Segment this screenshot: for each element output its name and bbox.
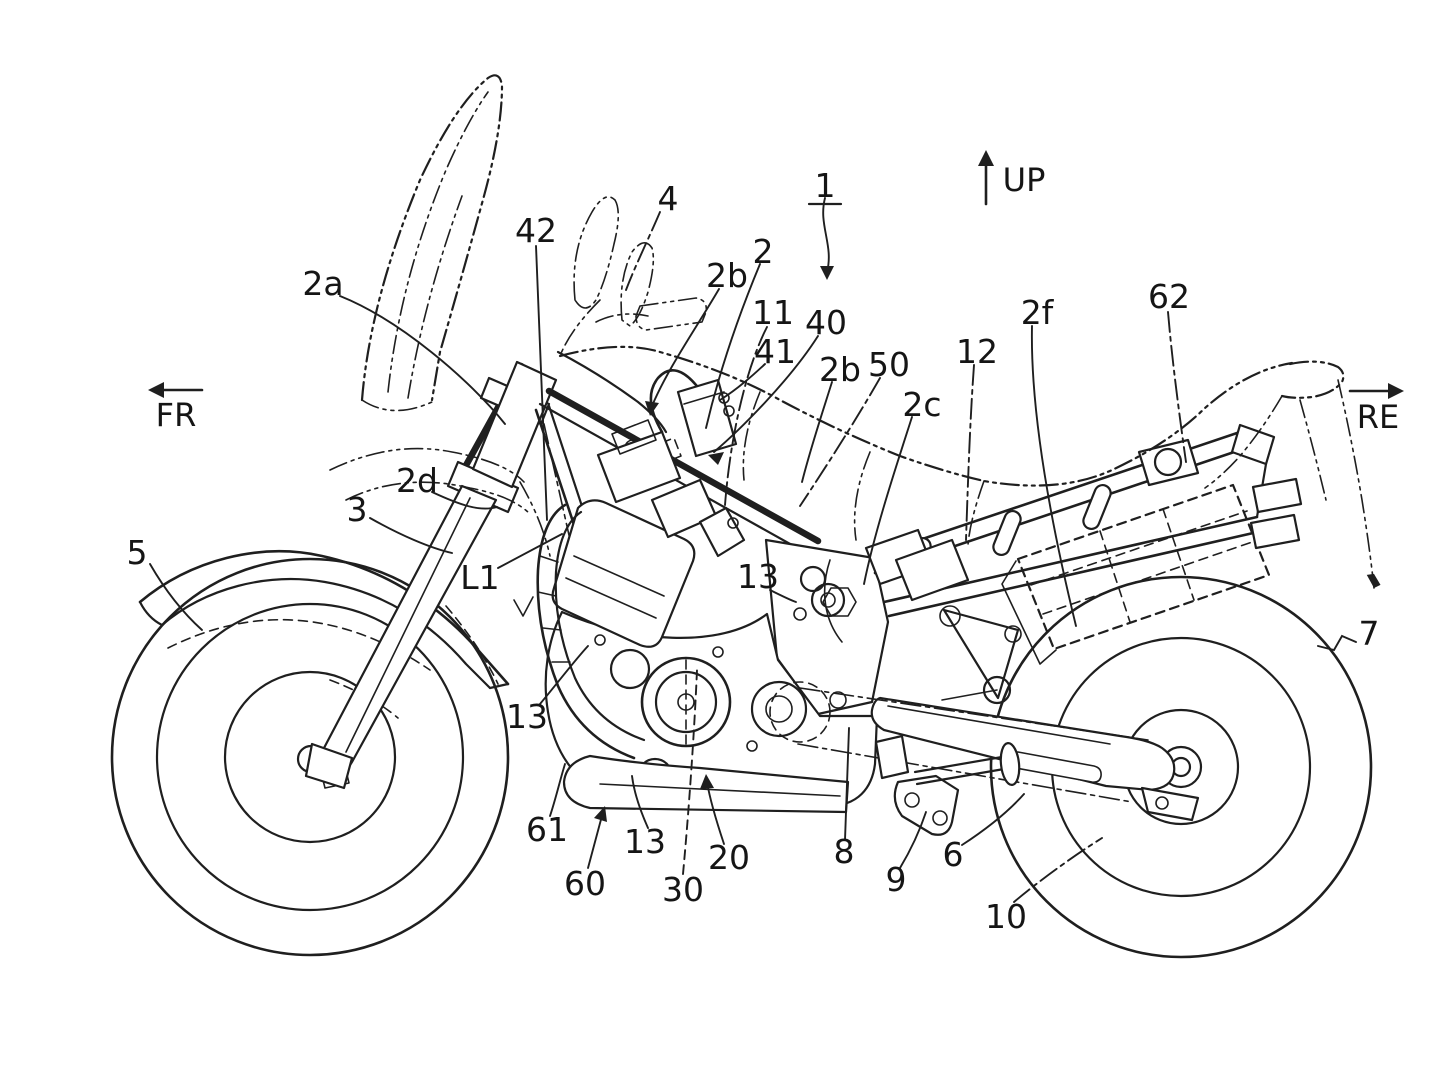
leader-8 [844,727,850,841]
ref-label-30: 30 [662,870,704,909]
ref-label-20: 20 [708,838,750,877]
leader-2a [339,295,506,425]
ref-label-60: 60 [564,864,606,903]
leader-11 [724,326,768,506]
ref-label-fig-1: 1 [815,166,836,205]
ref-label-40: 40 [805,303,847,342]
leader-2 [705,263,761,429]
engine [544,419,970,808]
up-arrow-icon [978,150,994,206]
ref-label-13-left: 13 [506,697,548,736]
ref-label-9: 9 [886,860,907,899]
leader-5 [149,563,203,631]
ref-label-2c: 2c [902,385,941,424]
leader-lines [149,197,1357,903]
leader-62 [1167,311,1187,463]
leader-2c [863,416,913,585]
rear-wheel [989,575,1373,959]
leader-13-upper [769,589,797,603]
ref-label-7: 7 [1359,614,1380,653]
ref-label-3: 3 [347,490,368,529]
leader-4 [625,211,661,291]
leader-42 [535,245,548,521]
leader-40 [713,335,819,453]
ref-label-2f: 2f [1021,293,1055,332]
leader-1-arrowhead [820,266,834,280]
battery-box [1001,477,1303,665]
leader-60 [587,811,604,869]
mirror-handguard [573,196,708,331]
ref-label-2: 2 [753,232,774,271]
leader-2b-front [651,288,720,407]
leader-9 [899,811,927,869]
leader-13-left [539,645,589,705]
leader-2f [1030,325,1077,627]
leader-61 [549,763,566,817]
ref-label-12: 12 [956,332,998,371]
leader-2b-front-arrowhead [645,401,659,416]
fr-label: FR [156,396,197,434]
re-arrow-icon [1348,383,1404,399]
ref-label-62: 62 [1148,277,1190,316]
ref-label-13-upper: 13 [737,557,779,596]
leader-13-lower [631,775,649,829]
ref-label-50: 50 [868,345,910,384]
ref-label-L1: L1 [460,558,499,597]
ref-label-4: 4 [658,179,679,218]
leader-30 [682,669,698,875]
ref-label-11: 11 [752,293,794,332]
windscreen [360,74,504,412]
leader-12 [965,364,975,541]
leader-7 [1317,634,1357,652]
ref-label-2a: 2a [302,264,343,303]
re-label: RE [1357,398,1399,436]
fr-arrow-icon [148,382,204,398]
ref-label-2d: 2d [396,461,438,500]
leader-40-arrowhead [708,452,724,465]
swingarm [769,681,1200,822]
leader-2b-rear [801,381,833,483]
leader-41 [719,363,766,401]
ref-label-61: 61 [526,810,568,849]
ref-label-42: 42 [515,211,557,250]
leader-20-arrowhead [700,774,714,789]
ref-label-5: 5 [127,533,148,572]
footrest-bracket [874,734,1021,836]
leader-2d [431,491,498,510]
leader-60-arrowhead [594,806,607,822]
ref-label-13-lower: 13 [624,822,666,861]
front-fender [138,550,510,690]
ref-label-2b-rear: 2b [819,350,861,389]
leader-3 [369,517,453,554]
direction-arrows: FR UP RE [148,150,1404,436]
leader-6 [961,793,1025,846]
ref-label-8: 8 [834,832,855,871]
leader-1 [822,197,830,273]
ref-label-6: 6 [943,835,964,874]
leader-L1 [497,533,563,569]
ref-label-10: 10 [985,897,1027,936]
ref-label-2b-front: 2b [706,256,748,295]
leader-50 [799,377,881,507]
up-label: UP [1003,161,1046,199]
leader-10 [1013,837,1103,903]
ref-label-41: 41 [754,332,796,371]
